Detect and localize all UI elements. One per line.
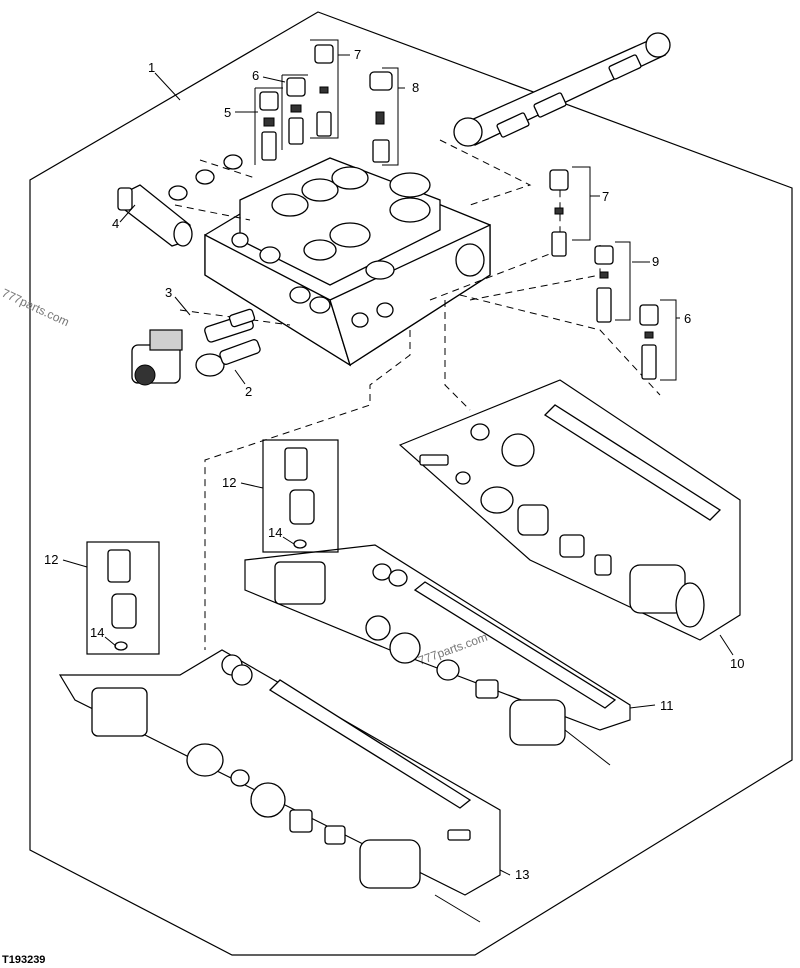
leader	[104, 636, 117, 647]
callout-9: 9	[652, 254, 659, 269]
figure-id: T193239	[2, 954, 45, 966]
callout-4: 4	[112, 216, 119, 231]
connector-12-upper	[284, 447, 315, 549]
leader	[240, 482, 264, 489]
leader-dash	[179, 309, 291, 326]
watermark-left: 777parts.com	[0, 286, 71, 329]
leader-dash	[174, 204, 251, 221]
section-10-parts	[419, 404, 722, 628]
leader	[154, 72, 181, 101]
bracket	[615, 241, 631, 321]
top-spool	[453, 32, 671, 147]
cartridge-5	[259, 91, 279, 161]
section-12-frame-upper	[262, 439, 339, 553]
leader	[499, 869, 511, 876]
leader-dash	[439, 139, 532, 206]
leader	[119, 204, 136, 223]
leader	[62, 559, 88, 568]
callout-14-lower: 14	[90, 625, 104, 640]
leader	[719, 634, 734, 656]
callout-8: 8	[412, 80, 419, 95]
bracket	[310, 39, 339, 139]
bracket	[281, 74, 308, 150]
section-10-frame	[398, 379, 741, 641]
leader	[234, 369, 246, 385]
leader	[262, 76, 286, 83]
section-13-parts	[91, 654, 481, 923]
o-rings	[168, 154, 243, 201]
callout-2: 2	[245, 384, 252, 399]
plug-2	[195, 339, 261, 377]
cartridge-7-right	[549, 169, 569, 257]
section-11-frame	[244, 544, 631, 731]
callout-12-lower: 12	[44, 552, 58, 567]
callout-3: 3	[165, 285, 172, 300]
bracket	[382, 67, 399, 166]
callout-13: 13	[515, 867, 529, 882]
callout-14-upper: 14	[268, 525, 282, 540]
callout-5: 5	[224, 105, 231, 120]
bracket	[572, 166, 591, 241]
callout-11: 11	[660, 698, 674, 713]
connector-12-lower	[107, 549, 137, 651]
section-11-parts	[274, 561, 617, 766]
solenoid-3	[131, 308, 256, 386]
bracket	[660, 299, 677, 381]
cartridge-9	[594, 245, 614, 323]
fitting-4	[117, 184, 193, 247]
leader-dash	[459, 294, 661, 396]
callout-6-top: 6	[252, 68, 259, 83]
cartridge-6	[286, 77, 306, 145]
callout-7-right: 7	[602, 189, 609, 204]
cartridge-7	[314, 44, 334, 137]
leader-dash	[204, 330, 411, 650]
leader-dash	[444, 300, 471, 411]
leader	[629, 704, 656, 709]
leader	[282, 536, 295, 545]
callout-7-top: 7	[354, 47, 361, 62]
bracket	[254, 87, 283, 165]
callout-6-right: 6	[684, 311, 691, 326]
leader-dash	[199, 159, 256, 179]
assembly-boundary	[29, 11, 793, 956]
callout-10: 10	[730, 656, 744, 671]
cartridge-6-right	[639, 304, 659, 380]
callout-12-upper: 12	[222, 475, 236, 490]
callout-1: 1	[148, 60, 155, 75]
valve-body	[204, 157, 491, 367]
section-12-frame-lower	[86, 541, 160, 655]
leader-dash	[429, 180, 561, 301]
leader	[174, 296, 191, 316]
plug-8	[369, 71, 393, 163]
